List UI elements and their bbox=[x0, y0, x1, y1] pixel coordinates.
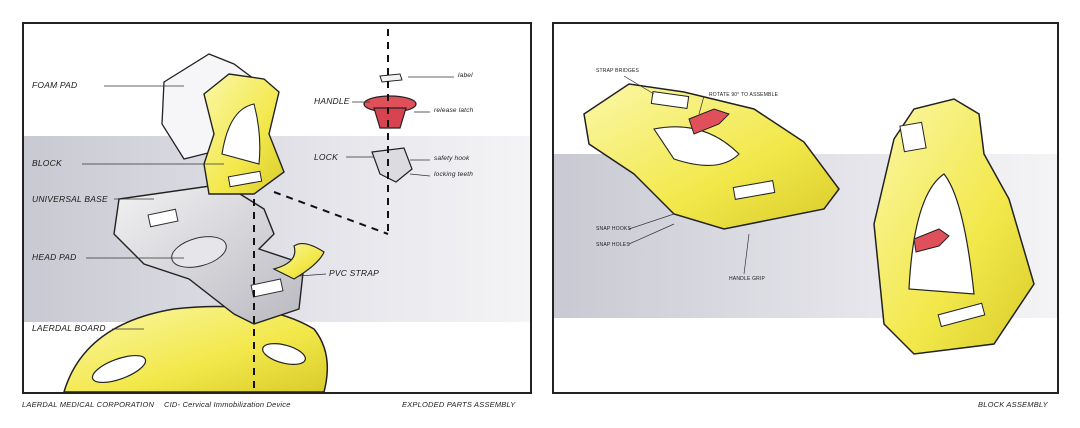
board-slot bbox=[262, 343, 306, 365]
head-pad bbox=[171, 236, 227, 268]
label-release-latch: release latch bbox=[434, 107, 474, 114]
footer-left-title: EXPLODED PARTS ASSEMBLY bbox=[402, 400, 516, 409]
board-slot bbox=[91, 354, 147, 384]
label-label: label bbox=[458, 72, 473, 79]
label-head-pad: HEAD PAD bbox=[32, 252, 77, 262]
label-rotate-to-assemble: ROTATE 90° TO ASSEMBLE bbox=[709, 92, 779, 98]
block-flat-opening bbox=[653, 126, 740, 166]
label-handle: HANDLE bbox=[314, 96, 350, 106]
label-safety-hook: safety hook bbox=[434, 155, 470, 162]
footer-company: LAERDAL MEDICAL CORPORATION bbox=[22, 400, 155, 409]
exploded-assembly-panel: FOAM PAD BLOCK UNIVERSAL BASE HEAD PAD L… bbox=[22, 22, 532, 394]
rotation-arrow bbox=[688, 108, 730, 135]
exploded-assembly-sketch bbox=[63, 29, 454, 392]
leader-lines bbox=[82, 76, 454, 330]
label-handle-grip: HANDLE GRIP bbox=[729, 276, 766, 282]
label-part bbox=[379, 73, 403, 83]
lock-part bbox=[371, 147, 413, 183]
block-assembly-sketch bbox=[583, 75, 1035, 355]
rotation-arrow bbox=[913, 228, 950, 253]
footer-right-title: BLOCK ASSEMBLY bbox=[978, 400, 1048, 409]
label-laerdal-board: LAERDAL BOARD bbox=[32, 323, 106, 333]
label-snap-hooks: SNAP HOOKS bbox=[596, 226, 631, 232]
leader-lines bbox=[623, 75, 750, 275]
pvc-strap bbox=[272, 242, 325, 280]
label-foam-pad: FOAM PAD bbox=[32, 80, 78, 90]
label-pvc-strap: PVC STRAP bbox=[329, 268, 379, 278]
upright-top-slot bbox=[899, 121, 927, 153]
label-universal-base: UNIVERSAL BASE bbox=[32, 194, 108, 204]
footer-device: CID- Cervical Immobilization Device bbox=[164, 400, 291, 409]
base-slot bbox=[147, 208, 179, 228]
handle-grip-slot bbox=[732, 180, 776, 200]
label-strap-bridges: STRAP BRIDGES bbox=[596, 68, 640, 74]
handle-part bbox=[373, 107, 407, 129]
block-assembly-panel: STRAP BRIDGES ROTATE 90° TO ASSEMBLE SNA… bbox=[552, 22, 1059, 394]
block-arch bbox=[221, 103, 261, 165]
label-lock: LOCK bbox=[314, 152, 338, 162]
strap-bridge-slot bbox=[650, 90, 690, 110]
label-locking-teeth: locking teeth bbox=[434, 171, 474, 178]
label-snap-holes: SNAP HOLES bbox=[596, 242, 630, 248]
assembly-axis-lines bbox=[253, 29, 389, 392]
base-slot bbox=[250, 278, 284, 298]
upright-base-slot bbox=[937, 302, 986, 328]
block-slot bbox=[227, 170, 263, 188]
label-block: BLOCK bbox=[32, 158, 62, 168]
